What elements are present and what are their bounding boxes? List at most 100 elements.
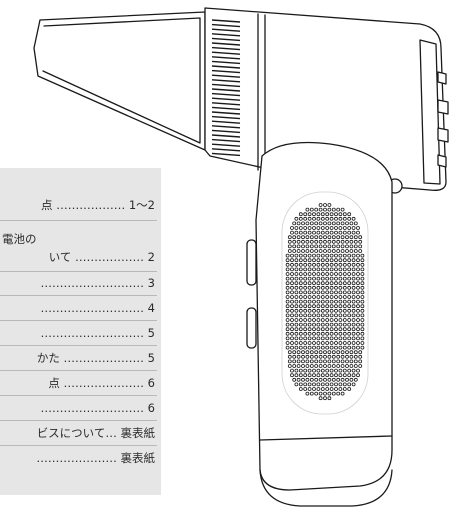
grille-dot bbox=[316, 327, 321, 332]
grille-dot bbox=[294, 230, 299, 235]
grille-dot bbox=[349, 235, 354, 240]
toc-entry-3: ……………………… 3 bbox=[40, 276, 155, 290]
grille-dot bbox=[296, 239, 301, 244]
grille-dot bbox=[356, 267, 360, 272]
grille-dot bbox=[298, 276, 303, 281]
grille-dot bbox=[316, 262, 321, 267]
coil-ridge bbox=[211, 148, 241, 152]
grille-dot bbox=[301, 350, 305, 355]
grille-dot bbox=[312, 308, 316, 313]
grille-dot bbox=[285, 345, 290, 350]
grille-dot bbox=[351, 313, 356, 318]
grille-dot bbox=[342, 295, 347, 299]
grille-dot bbox=[287, 244, 292, 249]
grille-dot bbox=[329, 253, 334, 258]
grille-dot bbox=[356, 230, 360, 235]
grille-dot bbox=[290, 318, 294, 322]
grille-dot bbox=[285, 281, 290, 286]
grille-dot bbox=[294, 318, 299, 322]
grille-dot bbox=[351, 272, 356, 276]
grille-dot bbox=[309, 377, 314, 382]
grille-dot bbox=[342, 267, 347, 272]
grille-dot bbox=[342, 341, 347, 345]
grille-dot bbox=[298, 253, 303, 258]
grille-dot bbox=[347, 285, 352, 290]
grille-dot bbox=[334, 341, 338, 345]
grille-dot bbox=[334, 272, 338, 276]
grille-dot bbox=[356, 304, 360, 309]
grille-dot bbox=[336, 249, 341, 253]
grille-dot bbox=[298, 336, 303, 341]
grille-dot bbox=[298, 308, 303, 313]
grille-dot bbox=[338, 262, 343, 267]
grille-dot bbox=[320, 318, 325, 322]
grille-dot bbox=[318, 391, 323, 396]
grille-dot bbox=[334, 285, 338, 290]
grille-dot bbox=[338, 295, 343, 299]
grille-dot bbox=[334, 262, 338, 267]
grille-dot bbox=[351, 331, 356, 336]
grille-dot bbox=[294, 276, 299, 281]
grille-dot bbox=[303, 290, 308, 295]
grille-dot bbox=[294, 341, 299, 345]
grille-dot bbox=[351, 267, 356, 272]
grille-dot bbox=[325, 327, 330, 332]
grille-dot bbox=[338, 345, 343, 350]
toc-entry-1: 点 ……………… 1〜2 bbox=[41, 198, 155, 212]
grille-dot bbox=[340, 359, 345, 364]
grille-dot bbox=[296, 350, 301, 355]
grille-dot bbox=[307, 322, 312, 327]
grille-dot bbox=[325, 262, 330, 267]
grille-dot bbox=[287, 235, 292, 240]
grille-dot bbox=[342, 368, 347, 373]
grille-dot bbox=[325, 331, 330, 336]
grille-dot bbox=[327, 391, 332, 396]
dryer-coil-ridges bbox=[211, 19, 241, 157]
coil-ridge bbox=[211, 60, 241, 65]
grille-dot bbox=[329, 295, 334, 299]
grille-dot bbox=[336, 244, 341, 249]
grille-dot bbox=[360, 331, 365, 336]
grille-dot bbox=[340, 391, 345, 396]
grille-dot bbox=[356, 318, 360, 322]
grille-dot bbox=[318, 244, 323, 249]
grille-dot bbox=[296, 244, 301, 249]
grille-dot bbox=[301, 359, 305, 364]
coil-ridge bbox=[211, 46, 241, 51]
grille-dot bbox=[353, 354, 358, 359]
grille-dot bbox=[347, 336, 352, 341]
grille-dot bbox=[325, 272, 330, 276]
grille-dot bbox=[320, 290, 325, 295]
grille-dot bbox=[312, 304, 316, 309]
grille-dot bbox=[294, 331, 299, 336]
grille-dot bbox=[318, 207, 323, 212]
grille-dot bbox=[327, 203, 332, 207]
grille-dot bbox=[331, 391, 336, 396]
grille-dot bbox=[327, 221, 332, 226]
grille-dot bbox=[338, 226, 343, 230]
grille-dot bbox=[312, 327, 316, 332]
grille-dot bbox=[356, 290, 360, 295]
dryer-vent bbox=[437, 127, 449, 143]
toc-entry-2-line1: 電池の bbox=[2, 232, 37, 246]
grille-dot bbox=[303, 341, 308, 345]
grille-dot bbox=[342, 272, 347, 276]
grille-dot bbox=[298, 373, 303, 378]
grille-dot bbox=[320, 304, 325, 309]
grille-dot bbox=[336, 221, 341, 226]
grille-dot bbox=[334, 276, 338, 281]
grille-dot bbox=[347, 290, 352, 295]
grille-dot bbox=[358, 235, 363, 240]
grille-dot bbox=[312, 331, 316, 336]
grille-dot bbox=[290, 331, 294, 336]
grille-dot bbox=[305, 244, 310, 249]
grille-dot bbox=[340, 244, 345, 249]
grille-dot bbox=[301, 364, 305, 368]
grille-dot bbox=[356, 272, 360, 276]
grille-dot bbox=[323, 221, 327, 226]
grille-dot bbox=[334, 267, 338, 272]
grille-dot bbox=[338, 212, 343, 217]
grille-dot bbox=[285, 304, 290, 309]
grille-dot bbox=[327, 359, 332, 364]
grille-dot bbox=[347, 318, 352, 322]
